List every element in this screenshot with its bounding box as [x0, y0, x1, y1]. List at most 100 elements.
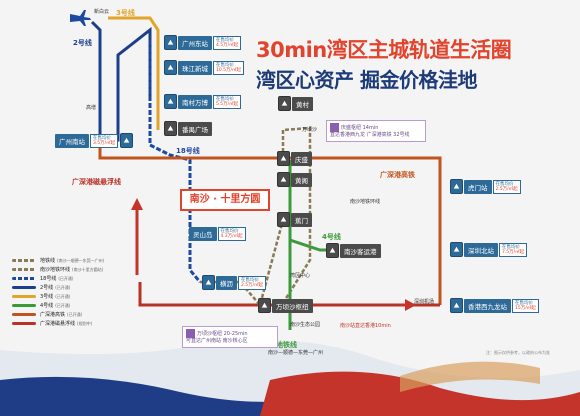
headline-line-1: 30min湾区主城轨道生活圈	[256, 38, 512, 62]
station-name: 南村万博	[178, 94, 212, 109]
wanqingsha-town-label: 万顷沙	[302, 127, 318, 133]
legend-sub: (规划中)	[77, 320, 93, 326]
legend-label: 2号线	[40, 285, 54, 291]
hsr-label: 广深港高铁	[380, 171, 415, 179]
legend-item: 地铁线(南沙—顺德—东莞—广州)	[12, 256, 104, 265]
station-panyu-square[interactable]: 番禺广场	[164, 121, 212, 136]
headline-line-2: 湾区心资产 掘金价格洼地	[256, 68, 477, 92]
legend-sub: (已开通)	[58, 275, 74, 281]
legend-item: 18号线(已开通)	[12, 274, 104, 283]
bg-wave-blue	[0, 376, 330, 416]
metro-icon	[450, 179, 463, 194]
station-qingsheng[interactable]: 庆盛	[277, 151, 312, 166]
metro-icon	[202, 275, 215, 290]
legend-label: 18号线	[40, 276, 57, 282]
station-name: 广州东站	[178, 35, 212, 50]
legend-swatch	[12, 277, 36, 280]
legend-label: 南沙地铁环线	[40, 267, 71, 273]
hub-icon	[330, 123, 339, 132]
station-wanqingsha-hub[interactable]: 万顷沙枢纽	[258, 298, 313, 313]
legend-swatch	[12, 313, 36, 316]
metro-icon	[278, 96, 291, 111]
callout-wanqingsha: 万顷沙枢纽 20-25min 可直达广州南站 南沙核心区	[182, 326, 278, 348]
station-name: 黄村	[292, 96, 313, 111]
station-name: 虎门站	[464, 179, 492, 194]
east-arrow-head	[405, 299, 416, 311]
station-jiaomen[interactable]: 蕉门	[277, 212, 312, 227]
legend-swatch	[12, 322, 36, 325]
metro-branch-desc: 南沙—顺德—东莞—广州	[268, 350, 324, 356]
legend-sub: (已开通)	[67, 311, 83, 317]
station-name: 珠江新城	[178, 60, 212, 75]
line-18-label: 18号线	[176, 147, 200, 155]
nansha-park-label: 南沙生态公园	[290, 322, 321, 328]
line-3-track	[108, 16, 160, 130]
station-name: 广州南站	[55, 133, 89, 148]
metro-icon	[164, 121, 177, 136]
legend-item: 南沙地铁环线(南沙十里方圆站)	[12, 265, 104, 274]
station-name: 庆盛	[291, 151, 312, 166]
station-name: 灵山岛	[189, 226, 217, 241]
maglev-label: 广深港磁悬浮线	[72, 178, 121, 186]
station-name: 横沥	[216, 275, 237, 290]
callout-qingsheng: 庆盛枢纽 14min 直达香港西九龙 广深港高铁 32号线	[326, 120, 426, 142]
legend-swatch	[12, 304, 36, 307]
station-huangcun[interactable]: 黄村	[278, 96, 313, 111]
legend-swatch	[12, 295, 36, 298]
metro-icon	[277, 151, 290, 166]
legend-sub: (已开通)	[55, 284, 71, 290]
station-name: 深圳北站	[464, 242, 498, 257]
legend-swatch	[12, 286, 36, 289]
bg-wave-red	[260, 371, 580, 416]
metro-icon	[277, 172, 290, 187]
legend-label: 广深港磁悬浮线	[40, 321, 76, 327]
airport-icon	[70, 10, 91, 26]
hub-icon	[186, 329, 195, 338]
metro-icon	[164, 35, 177, 50]
metro-icon	[277, 212, 290, 227]
metro-icon	[450, 298, 463, 313]
legend-sub: (已开通)	[55, 302, 71, 308]
metro-icon	[258, 298, 271, 313]
maglev-track	[138, 282, 440, 307]
metro-icon	[164, 94, 177, 109]
legend-item: 广深港高铁(已开通)	[12, 310, 104, 319]
interval-label: 湾区中心	[290, 273, 311, 279]
north-arrow-head	[131, 198, 143, 210]
station-nansha-passenger-port[interactable]: 南沙客运港	[326, 243, 381, 258]
metro-icon	[164, 60, 177, 75]
legend-sub: (已开通)	[55, 293, 71, 299]
xinbaiyun-label: 新白云	[94, 9, 110, 15]
line-2-label: 2号线	[73, 39, 92, 47]
gaozeng-label: 高增	[86, 105, 97, 111]
legend-item: 4号线(已开通)	[12, 301, 104, 310]
line-4-track	[288, 160, 330, 330]
legend-sub: (南沙—顺德—东莞—广州)	[57, 257, 105, 263]
legend-item: 广深港磁悬浮线(规划中)	[12, 319, 104, 328]
legend-item: 2号线(已开通)	[12, 283, 104, 292]
station-name: 香港西九龙站	[464, 298, 511, 313]
station-huangge[interactable]: 黄阁	[277, 172, 312, 187]
station-name: 黄阁	[291, 172, 312, 187]
station-name: 万顷沙枢纽	[272, 298, 313, 313]
legend-label: 4号线	[40, 303, 54, 309]
metro-branch-label: 地铁线	[276, 341, 297, 349]
footnote: 注：图示仅供参考，以政府公布为准	[486, 350, 550, 355]
project-location-label: 南沙 · 十里方圆	[180, 189, 270, 211]
legend-swatch	[12, 268, 36, 271]
